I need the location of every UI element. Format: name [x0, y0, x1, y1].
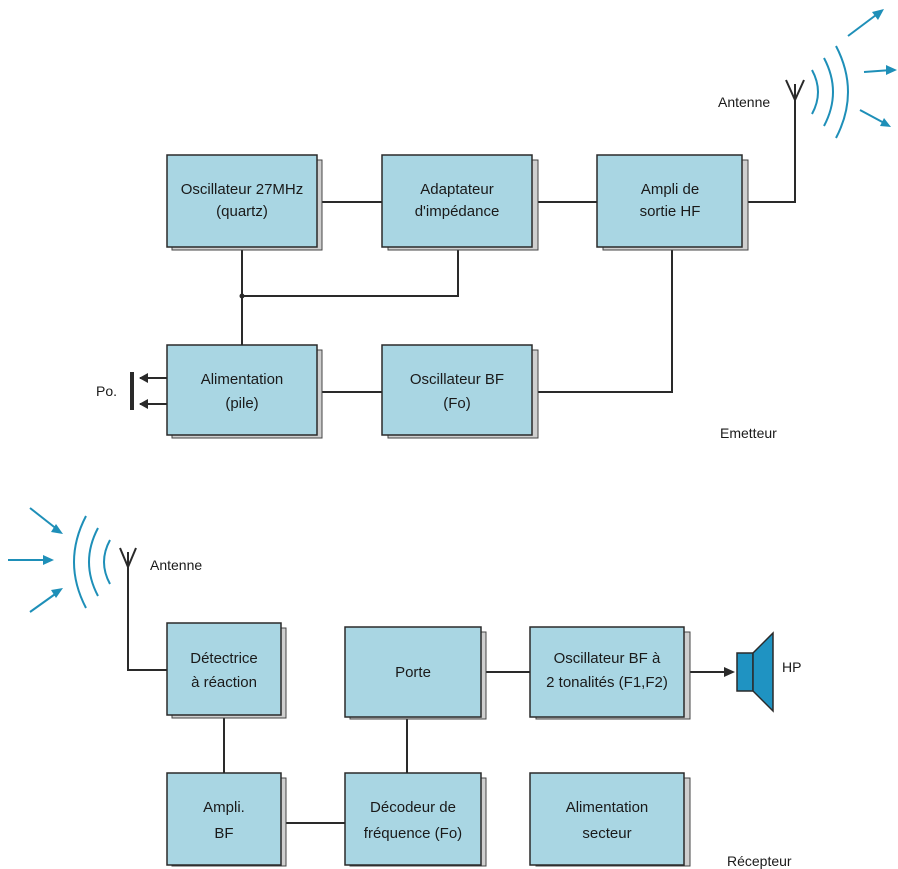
box-osc-bf: Oscillateur BF (Fo)	[381, 344, 539, 439]
speaker-icon	[736, 631, 774, 713]
adapt-line1: Adaptateur	[420, 181, 493, 198]
box-porte: Porte	[344, 626, 487, 720]
decod-line2: fréquence (Fo)	[364, 825, 462, 842]
box-ampli-bf: Ampli. BF	[166, 772, 287, 867]
osc27-line2: (quartz)	[216, 203, 268, 220]
box-decodeur: Décodeur de fréquence (Fo)	[344, 772, 487, 867]
box-osc27: Oscillateur 27MHz (quartz)	[166, 154, 323, 251]
ampli-hf-line1: Ampli de	[641, 181, 699, 198]
osc-bf-line1: Oscillateur BF	[410, 371, 504, 388]
osc-bf-line2: (Fo)	[443, 395, 471, 412]
detect-line1: Détectrice	[190, 650, 258, 667]
emitter-title: Emetteur	[720, 425, 777, 441]
alim-line1: Alimentation	[201, 371, 284, 388]
emitter-waves-icon	[811, 9, 897, 139]
power-label: Po.	[96, 383, 117, 399]
emitter-section: Oscillateur 27MHz (quartz) Adaptateur d'…	[96, 9, 897, 441]
decod-line1: Décodeur de	[370, 799, 456, 816]
porte-line1: Porte	[395, 664, 431, 681]
adapt-line2: d'impédance	[415, 203, 500, 220]
osc27-line1: Oscillateur 27MHz	[181, 181, 304, 198]
osc-bf2-line1: Oscillateur BF à	[554, 650, 661, 667]
emitter-antenna-icon	[785, 79, 805, 110]
receiver-title: Récepteur	[727, 853, 792, 869]
ampli-bf-line1: Ampli.	[203, 799, 245, 816]
osc-bf2-line2: 2 tonalités (F1,F2)	[546, 674, 668, 691]
alim-sect-line1: Alimentation	[566, 799, 649, 816]
box-detectrice: Détectrice à réaction	[166, 622, 287, 719]
box-osc-bf-2tones: Oscillateur BF à 2 tonalités (F1,F2)	[529, 626, 691, 720]
receiver-wires	[127, 575, 735, 824]
ampli-bf-line2: BF	[214, 825, 233, 842]
box-alimentation: Alimentation (pile)	[166, 344, 323, 439]
receiver-antenna-icon	[119, 547, 137, 577]
emitter-antenna-label: Antenne	[718, 94, 770, 110]
speaker-label: HP	[782, 659, 801, 675]
receiver-section: Détectrice à réaction Porte Oscillateur …	[8, 507, 801, 869]
alim-sect-line2: secteur	[582, 825, 631, 842]
alim-line2: (pile)	[225, 395, 258, 412]
box-adaptateur: Adaptateur d'impédance	[381, 154, 539, 251]
receiver-waves-icon	[8, 507, 111, 613]
ampli-hf-line2: sortie HF	[640, 203, 701, 220]
emitter-wires	[130, 92, 796, 410]
box-alim-secteur: Alimentation secteur	[529, 772, 691, 867]
box-ampli-hf: Ampli de sortie HF	[596, 154, 749, 251]
receiver-antenna-label: Antenne	[150, 557, 202, 573]
detect-line2: à réaction	[191, 674, 257, 691]
